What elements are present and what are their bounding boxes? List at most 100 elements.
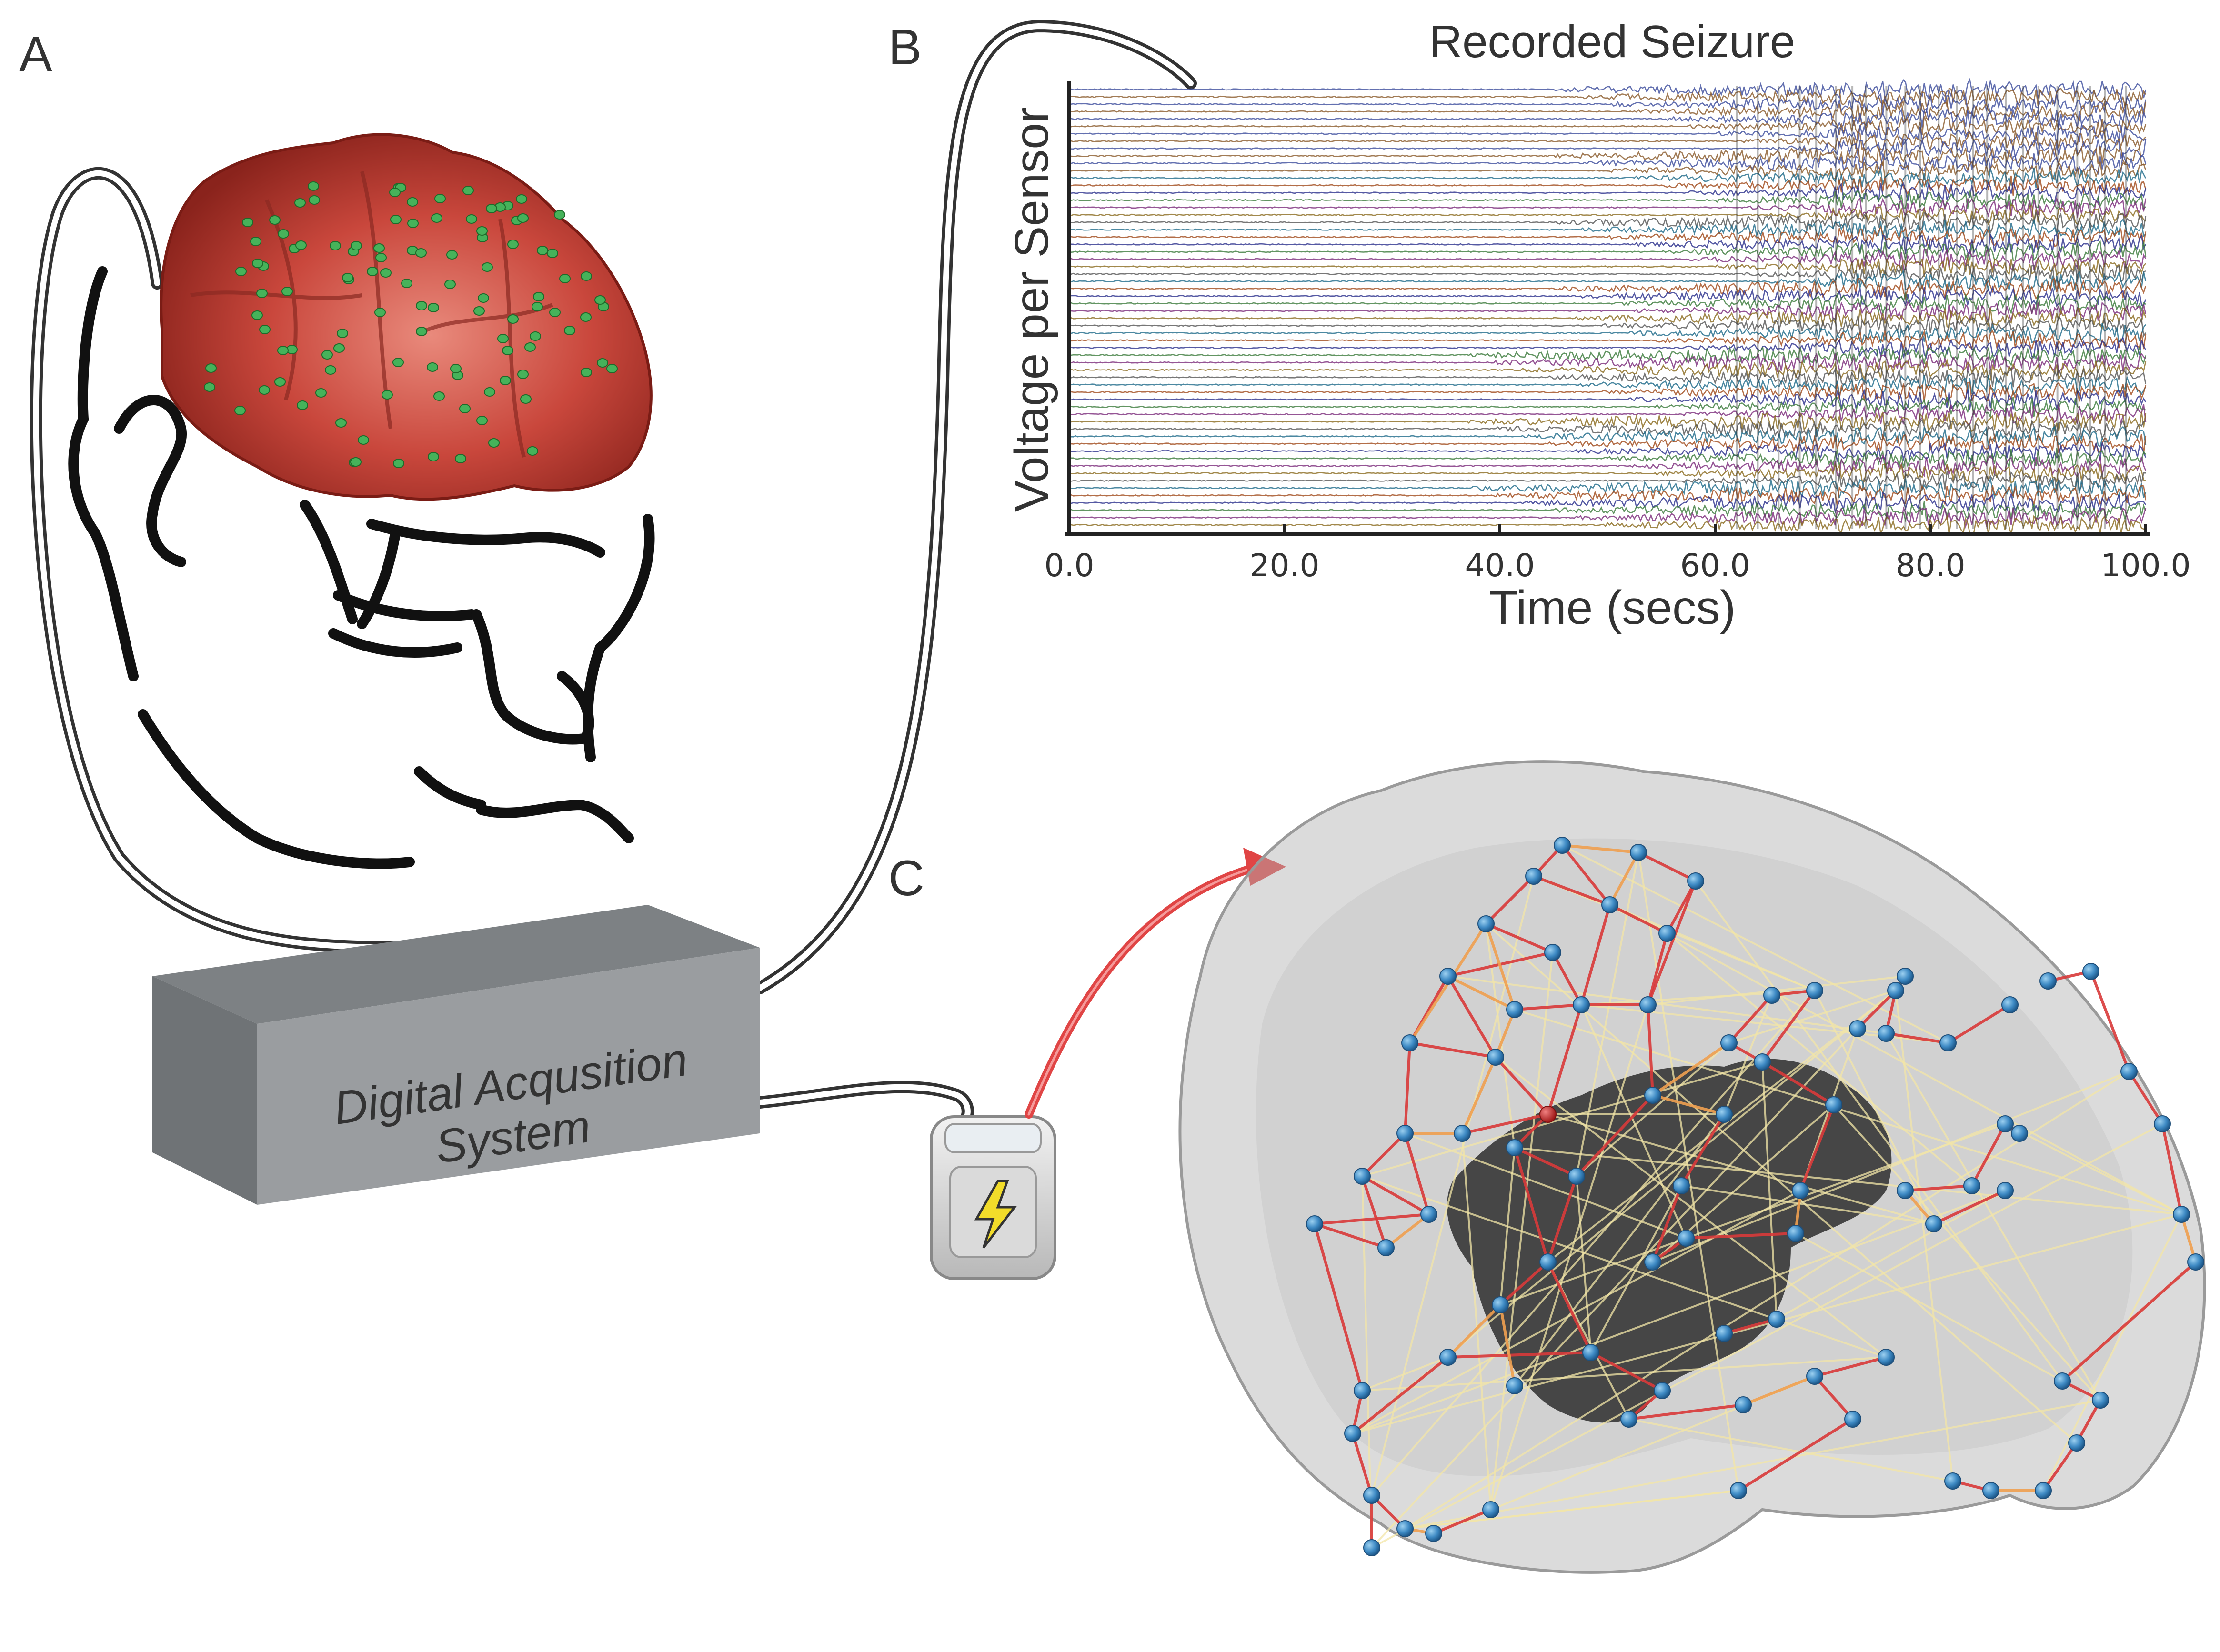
electrode [204,382,215,392]
electrode [507,240,519,249]
strong-edge [1652,1041,1730,1097]
strong-edge [1547,1004,1583,1115]
stimulated-node [1539,1106,1557,1123]
weak-edge [1352,1190,1801,1434]
electrode [321,350,333,360]
electrode [597,358,608,368]
channel-trace [1069,240,2147,262]
head-sketch [68,266,655,869]
strong-edge [1575,1094,1654,1178]
channel-trace [1069,425,2147,448]
electrode [358,435,369,445]
channel-trace [1069,233,2147,255]
channel-trace [1069,323,2146,344]
weak-edge [1371,876,1535,1496]
weak-edge [1352,1190,2006,1434]
electrode [516,194,527,204]
network-node [1925,1215,1942,1232]
network-node [1396,1125,1414,1142]
electrode [330,241,341,250]
strong-edge [1461,1056,1497,1134]
strong-edge [1738,1418,1854,1492]
chart-title: Recorded Seizure [1429,16,1795,67]
electrode [350,457,362,467]
strong-edge [1499,1261,1549,1306]
stimulation-arrow [1025,848,1286,1119]
electrode [415,248,427,258]
weak-edge [1362,1061,1763,1177]
x-tick-label: 100.0 [2101,547,2191,584]
channel-trace [1069,336,2147,359]
network-node [2001,996,2019,1013]
cortex-brain [160,133,653,501]
electrode [559,274,571,283]
network-node [1897,1182,1914,1199]
electrode [389,188,401,197]
network-node [1687,872,1704,890]
weak-edge [1776,1190,2006,1320]
electrode [594,295,606,305]
network-node [1825,1096,1842,1113]
strong-edge [1680,1113,1726,1187]
weak-edge [1405,1399,2101,1530]
weak-edge [1362,1356,1887,1392]
channel-trace [1069,448,2147,471]
channel-trace [1069,175,2147,196]
network-node [1639,996,1657,1013]
cables [30,20,1197,1123]
strong-edge [1447,975,1516,1011]
strong-edge [2089,971,2130,1072]
network-node [1420,1206,1437,1223]
network-node [1963,1177,1980,1194]
electrode [315,388,327,398]
y-axis-title: Voltage per Sensor [1005,107,1058,512]
channel-trace [1069,396,2146,419]
network-node [1554,837,1571,854]
strong-edge [1314,1213,1429,1225]
electrode [392,358,404,367]
acquisition-box: Digital Acqusition System [152,905,760,1205]
network-node [2187,1253,2204,1271]
channel-trace [1069,506,2147,529]
channel-trace [1069,389,2147,411]
network-node [1754,1053,1771,1071]
network-node [1806,982,1823,999]
network-edges [1313,844,2197,1549]
strong-edge [1494,1056,1549,1116]
electrode [476,226,488,236]
arrow-head [1243,848,1286,886]
strong-edge [1513,1147,1549,1262]
weak-edge [1447,975,1887,1034]
electrode [375,253,387,262]
strong-edge [1314,1222,1386,1249]
channel-trace [1069,160,2147,181]
electrode [455,454,466,463]
electrode [446,250,458,260]
network-node [1806,1368,1823,1385]
strong-edge [2161,1123,2183,1215]
electrode [484,387,495,397]
channel-trace [1069,218,2146,241]
network-node [2068,1434,2085,1452]
electrode [251,310,263,320]
electrode [524,342,536,352]
electrode [367,267,378,276]
strong-edge [1856,989,1897,1030]
channel-trace [1069,329,2147,351]
weak-edge [1580,1004,1687,1239]
strong-edge [1728,994,1773,1044]
electrode [250,237,261,246]
weak-edge [1628,1418,1953,1482]
electrode [259,325,271,334]
channel-trace [1069,197,2147,219]
network-node [1344,1425,1361,1442]
weak-edge [1795,1232,2063,1382]
strong-edge [1742,1375,1816,1406]
network-node [1792,1182,1809,1199]
electrode [466,214,477,224]
channel-trace [1069,477,2147,499]
network-node [1354,1168,1371,1185]
electrode [295,240,307,250]
weak-edge [1371,1123,2163,1549]
electrode [502,346,513,355]
